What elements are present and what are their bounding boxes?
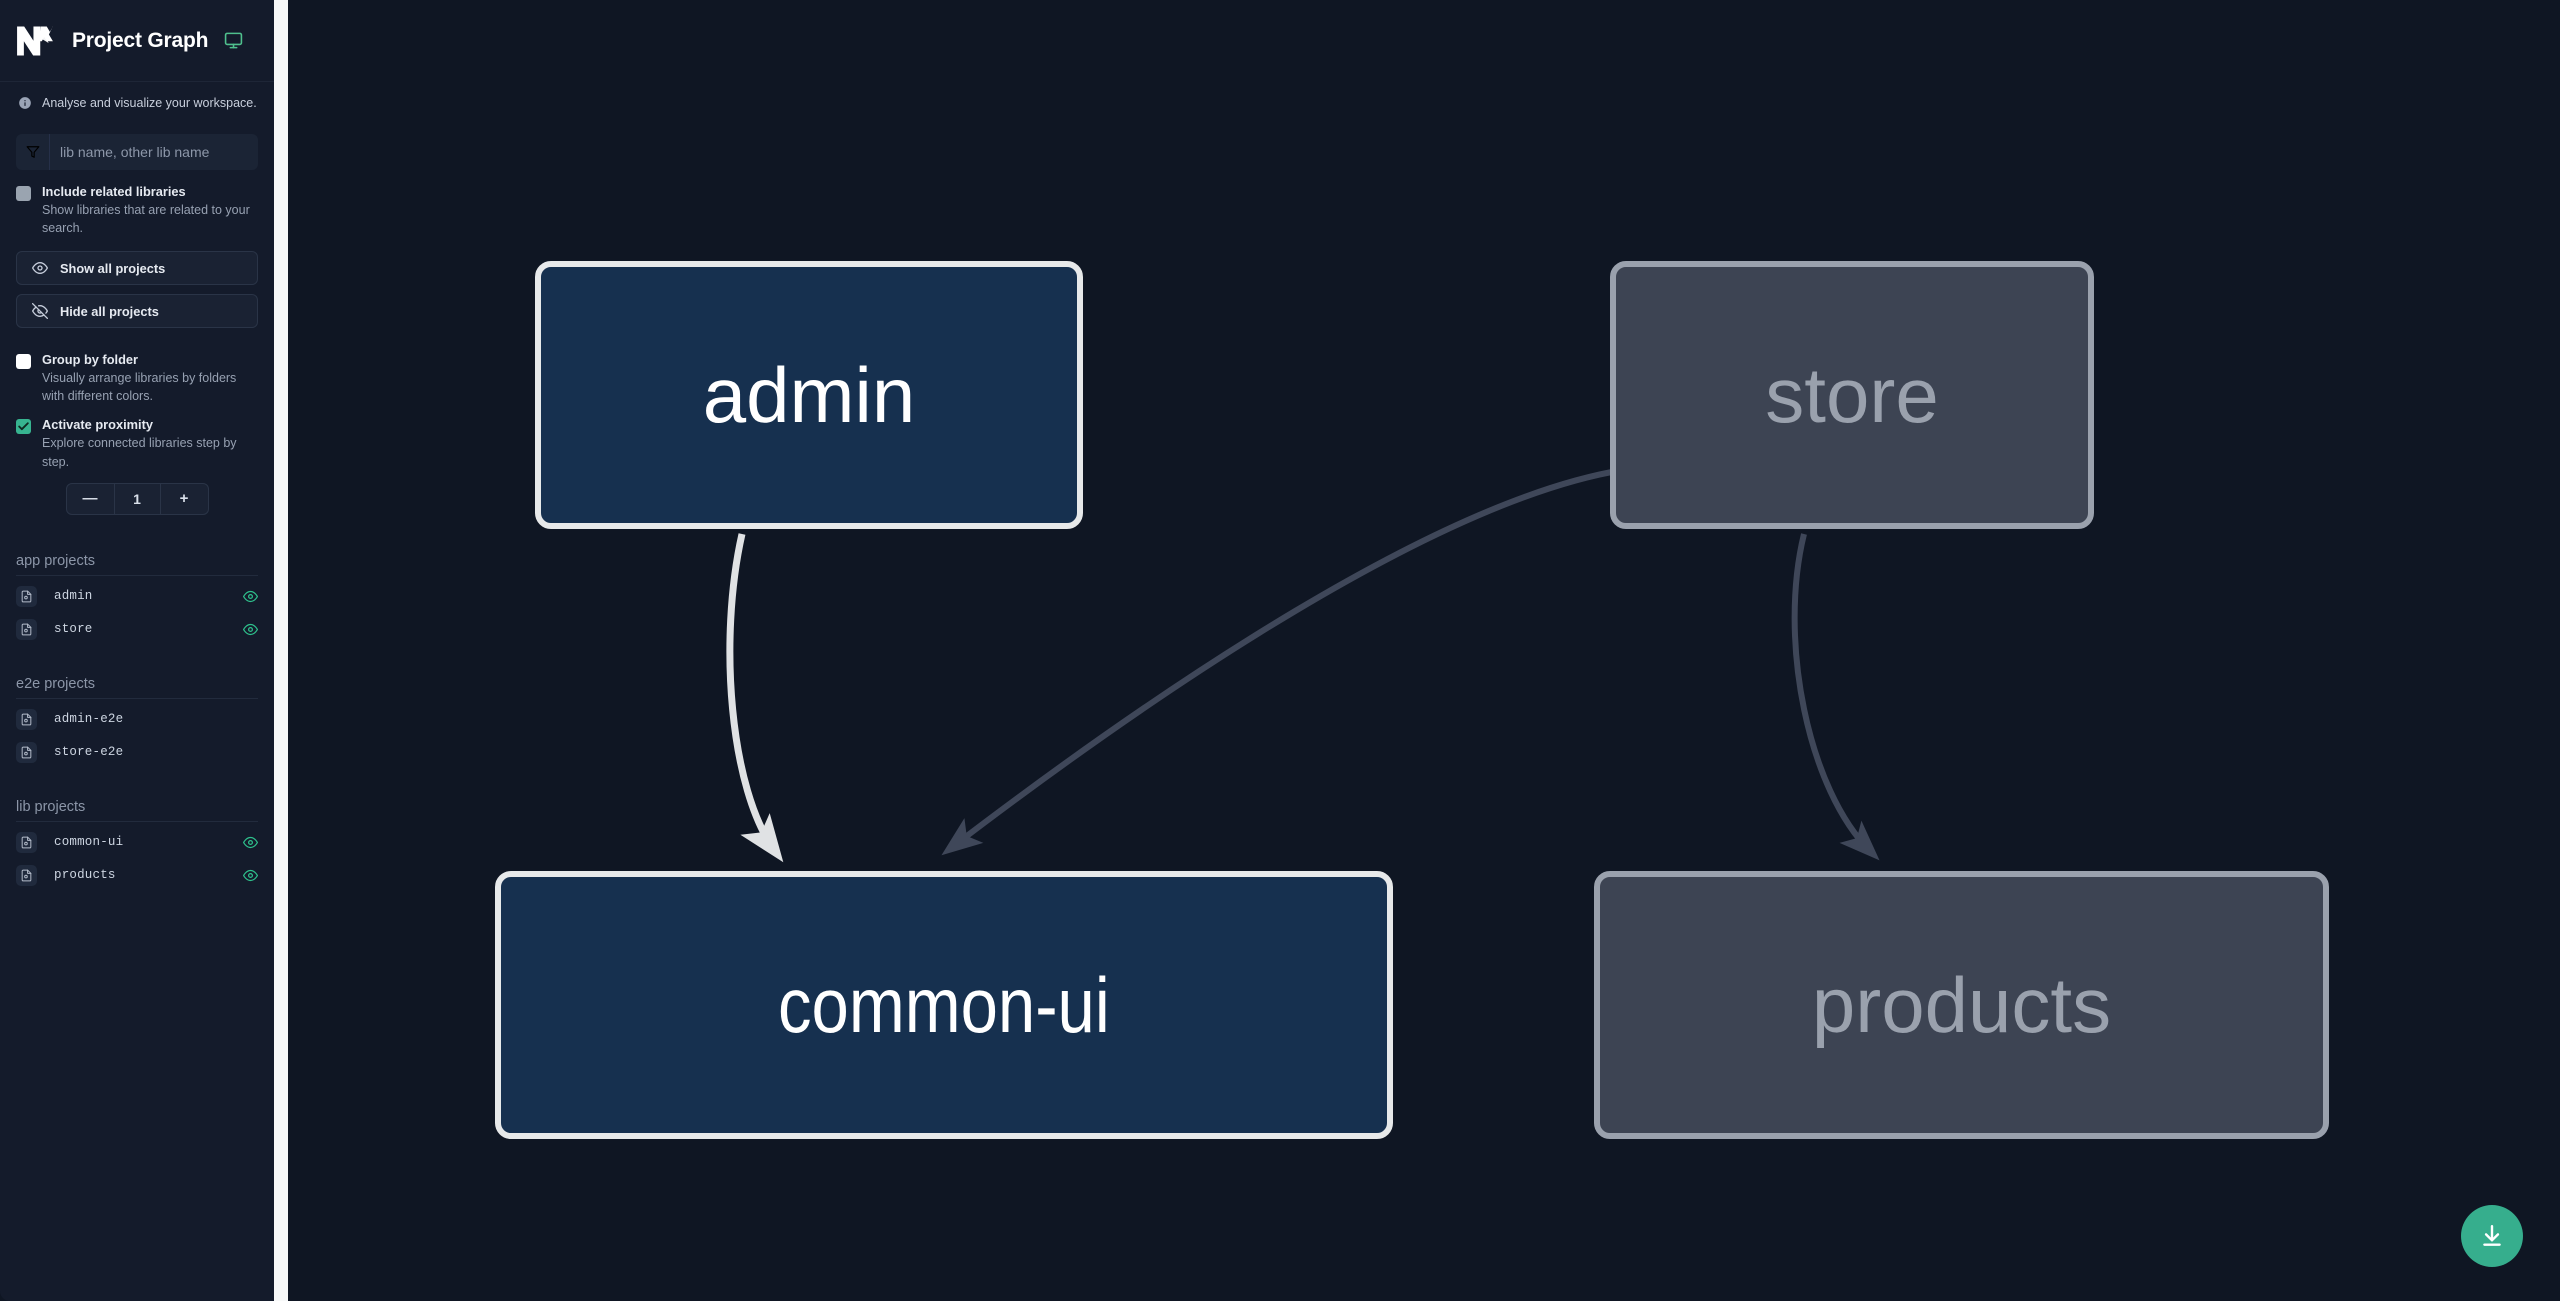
- project-group-title: e2e projects: [16, 676, 258, 699]
- project-name: admin: [54, 589, 93, 604]
- project-row-products[interactable]: products: [16, 859, 258, 892]
- eye-icon: [32, 260, 48, 276]
- checkbox-activate-proximity[interactable]: [16, 419, 31, 435]
- page-title: Project Graph: [72, 28, 209, 52]
- project-file-icon: [16, 618, 37, 640]
- project-file-icon: [16, 831, 37, 853]
- project-group-lib: lib projects common-ui products: [16, 799, 258, 892]
- edge-store-products: [1791, 533, 1880, 861]
- checkbox-group-by-folder[interactable]: [16, 354, 31, 370]
- graph-node-store[interactable]: store: [1610, 261, 2094, 529]
- project-name: store: [54, 622, 93, 637]
- project-name: store-e2e: [54, 745, 124, 760]
- project-file-icon: [16, 741, 37, 763]
- workspace-subtitle: Analyse and visualize your workspace.: [42, 96, 257, 110]
- proximity-decrement-button[interactable]: —: [82, 490, 98, 508]
- sidebar-header: Project Graph: [0, 0, 274, 82]
- search-box[interactable]: [16, 134, 258, 170]
- project-visibility-eye-icon[interactable]: [243, 589, 258, 604]
- proximity-increment-button[interactable]: +: [179, 490, 189, 508]
- project-visibility-eye-icon[interactable]: [243, 622, 258, 637]
- sidebar: Project Graph Analyse and visualize your…: [0, 0, 274, 1301]
- sidebar-resize-handle[interactable]: [274, 0, 288, 1301]
- project-row-store-e2e[interactable]: store-e2e: [16, 736, 258, 769]
- workspace-subtitle-row: Analyse and visualize your workspace.: [0, 82, 274, 120]
- graph-node-label: admin: [702, 351, 916, 439]
- graph-node-products[interactable]: products: [1594, 871, 2329, 1139]
- project-group-title: app projects: [16, 553, 258, 576]
- project-visibility-eye-icon[interactable]: [243, 868, 258, 883]
- edge-store-common-ui: [941, 467, 1624, 856]
- download-graph-button[interactable]: [2461, 1205, 2523, 1267]
- project-row-admin[interactable]: admin: [16, 580, 258, 613]
- project-file-icon: [16, 585, 37, 607]
- project-group-app: app projects admin store: [16, 553, 258, 646]
- show-all-projects-button[interactable]: Show all projects: [16, 251, 258, 286]
- info-icon: [18, 96, 32, 110]
- graph-node-label: store: [1765, 351, 1939, 439]
- project-name: products: [54, 868, 116, 883]
- graph-edges: [726, 467, 1880, 863]
- project-visibility-eye-icon[interactable]: [243, 835, 258, 850]
- project-row-store[interactable]: store: [16, 613, 258, 646]
- project-group-e2e: e2e projects admin-e2e store-e2e: [16, 676, 258, 769]
- option-description: Show libraries that are related to your …: [42, 202, 250, 236]
- graph-canvas[interactable]: admin store common-ui products: [288, 0, 2560, 1301]
- edge-admin-common-ui: [726, 533, 784, 863]
- nx-logo-icon: [16, 24, 54, 58]
- project-group-title: lib projects: [16, 799, 258, 822]
- search-input[interactable]: [50, 134, 258, 170]
- graph-node-common-ui[interactable]: common-ui: [495, 871, 1393, 1139]
- checkbox-include-related-libraries[interactable]: [16, 186, 31, 201]
- option-activate-proximity[interactable]: Activate proximity Explore connected lib…: [0, 405, 274, 470]
- project-file-icon: [16, 864, 37, 886]
- option-description: Visually arrange libraries by folders wi…: [42, 371, 237, 404]
- eye-off-icon: [32, 303, 48, 320]
- filter-icon: [16, 134, 50, 170]
- project-name: common-ui: [54, 835, 124, 850]
- option-label: Group by folder: [42, 352, 138, 368]
- hide-all-projects-label: Hide all projects: [60, 303, 159, 319]
- monitor-icon[interactable]: [224, 31, 243, 50]
- option-description: Explore connected libraries step by step…: [42, 436, 237, 469]
- proximity-stepper-wrap: — 1 +: [0, 482, 274, 515]
- graph-node-label: products: [1811, 961, 2112, 1049]
- project-groups: app projects admin store: [0, 553, 274, 892]
- project-row-admin-e2e[interactable]: admin-e2e: [16, 703, 258, 736]
- option-label: Activate proximity: [42, 417, 153, 433]
- download-icon: [2479, 1223, 2505, 1249]
- proximity-value: 1: [113, 483, 161, 514]
- project-file-icon: [16, 708, 37, 730]
- option-label: Include related libraries: [42, 184, 186, 199]
- option-include-related-libraries[interactable]: Include related libraries Show libraries…: [0, 170, 274, 237]
- graph-node-label: common-ui: [778, 961, 1110, 1049]
- project-name: admin-e2e: [54, 712, 124, 727]
- show-all-projects-label: Show all projects: [60, 260, 166, 276]
- hide-all-projects-button[interactable]: Hide all projects: [16, 294, 258, 329]
- proximity-stepper[interactable]: — 1 +: [65, 482, 209, 515]
- graph-node-admin[interactable]: admin: [535, 261, 1083, 529]
- option-group-by-folder[interactable]: Group by folder Visually arrange librari…: [0, 328, 274, 405]
- project-row-common-ui[interactable]: common-ui: [16, 826, 258, 859]
